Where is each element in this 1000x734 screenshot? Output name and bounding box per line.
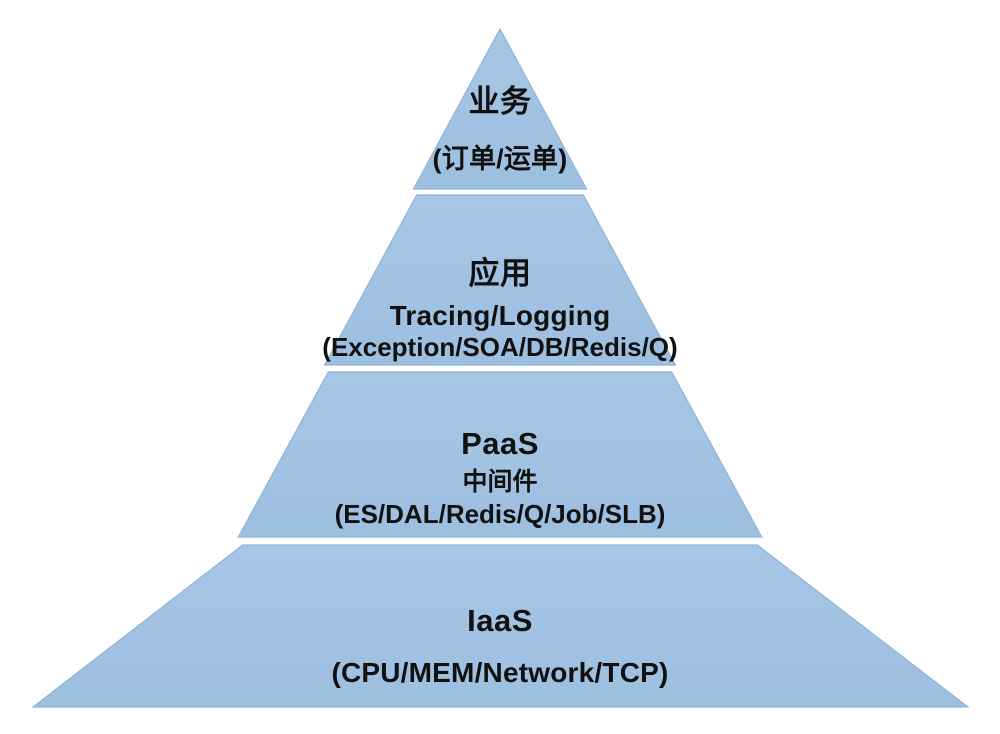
pyramid-tier-business-shape [412, 27, 588, 190]
pyramid-tier-application-shape [323, 194, 677, 366]
pyramid-tier-iaas-shape [31, 544, 970, 708]
pyramid-tier-paas-shape [237, 371, 763, 538]
